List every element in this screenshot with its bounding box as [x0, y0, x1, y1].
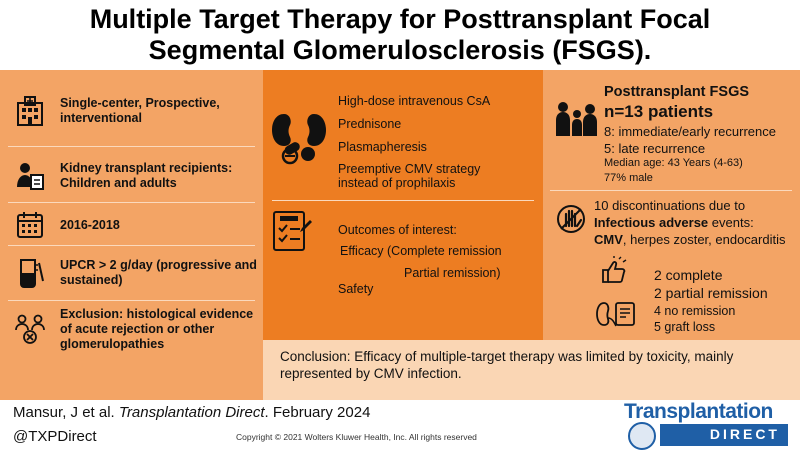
hospital-icon — [0, 95, 60, 127]
beaker-icon — [0, 257, 60, 289]
journal-logo-title: Transplantation — [624, 400, 773, 423]
discontinuations-text: 10 discontinuations due to — [594, 198, 746, 213]
percent-male: 77% male — [604, 172, 653, 184]
treatment-1: High-dose intravenous CsA — [338, 94, 491, 108]
divider — [8, 202, 255, 203]
divider — [8, 245, 255, 246]
treatment-2: Prednisone — [338, 117, 402, 131]
population-row: Kidney transplant recipients: Children a… — [0, 154, 263, 198]
page-title: Multiple Target Therapy for Posttranspla… — [0, 0, 800, 70]
title-line-1: Multiple Target Therapy for Posttranspla… — [89, 4, 711, 34]
complete-remission-count: 2 complete — [654, 267, 723, 283]
treatment-4-cont: instead of prophilaxis — [338, 176, 456, 190]
kidney-pills-icon — [270, 108, 328, 171]
study-design-text: Single-center, Prospective, intervention… — [60, 96, 220, 125]
period-row: 2016-2018 — [0, 206, 263, 244]
citation-journal: Transplantation Direct — [118, 404, 265, 421]
study-design-row: Single-center, Prospective, intervention… — [0, 88, 263, 134]
graft-loss-count: 5 graft loss — [654, 320, 716, 334]
patients-group-icon — [553, 100, 599, 145]
adverse-events-line: Infectious adverse events: — [594, 215, 754, 230]
outcome-partial-remission: Partial remission) — [404, 266, 501, 280]
patient-document-icon — [0, 161, 60, 191]
partial-remission-count: 2 partial remission — [654, 285, 768, 301]
period-text: 2016-2018 — [60, 217, 120, 232]
treatment-4: Preemptive CMV strategy — [338, 162, 481, 176]
inclusion-row: UPCR > 2 g/day (progressive and sustaine… — [0, 250, 263, 296]
no-remission-count: 4 no remission — [654, 304, 736, 318]
cmv-label: CMV — [594, 232, 623, 247]
immediate-recurrence: 8: immediate/early recurrence — [604, 124, 776, 139]
infectious-adverse-label: Infectious adverse — [594, 215, 709, 230]
citation-author: Mansur, J et al. — [13, 404, 119, 421]
population-text: Kidney transplant recipients: Children a… — [60, 161, 233, 190]
infections-list: , herpes zoster, endocarditis — [622, 232, 786, 247]
outcomes-title: Outcomes of interest: — [338, 223, 457, 237]
treatment-3: Plasmapheresis — [338, 140, 427, 154]
divider — [8, 146, 255, 147]
stop-hand-icon — [556, 204, 586, 239]
thumbs-up-icon — [600, 256, 630, 289]
citation: Mansur, J et al. Transplantation Direct.… — [13, 404, 370, 421]
excluded-group-icon — [0, 313, 60, 345]
twitter-handle[interactable]: @TXPDirect — [13, 428, 97, 445]
divider — [550, 190, 792, 191]
calendar-icon — [0, 210, 60, 240]
society-seal-icon — [628, 422, 656, 450]
cohort-heading: Posttransplant FSGS — [604, 84, 750, 100]
divider — [8, 300, 255, 301]
late-recurrence: 5: late recurrence — [604, 141, 706, 156]
exclusion-row: Exclusion: histological evidence of acut… — [0, 306, 263, 352]
divider — [272, 200, 534, 201]
copyright-notice: Copyright © 2021 Wolters Kluwer Health, … — [236, 432, 477, 442]
exclusion-text: Exclusion: histological evidence of acut… — [60, 306, 254, 351]
inclusion-text: UPCR > 2 g/day (progressive and sustaine… — [60, 258, 257, 287]
kidney-monitor-icon — [596, 300, 642, 337]
checklist-icon — [272, 210, 312, 259]
study-design-panel — [0, 70, 263, 400]
outcome-safety: Safety — [338, 282, 374, 296]
conclusion-box: Conclusion: Efficacy of multiple-target … — [263, 340, 800, 400]
patient-count: n=13 patients — [604, 102, 714, 121]
outcome-efficacy: Efficacy (Complete remission — [340, 244, 502, 258]
citation-date: . February 2024 — [264, 404, 371, 421]
median-age: Median age: 43 Years (4-63) — [604, 157, 743, 169]
title-line-2: Segmental Glomerulosclerosis (FSGS). — [148, 35, 652, 65]
infections-line: CMV, herpes zoster, endocarditis — [594, 232, 785, 247]
journal-logo-direct: DIRECT — [660, 424, 788, 446]
events-label: events: — [708, 215, 754, 230]
